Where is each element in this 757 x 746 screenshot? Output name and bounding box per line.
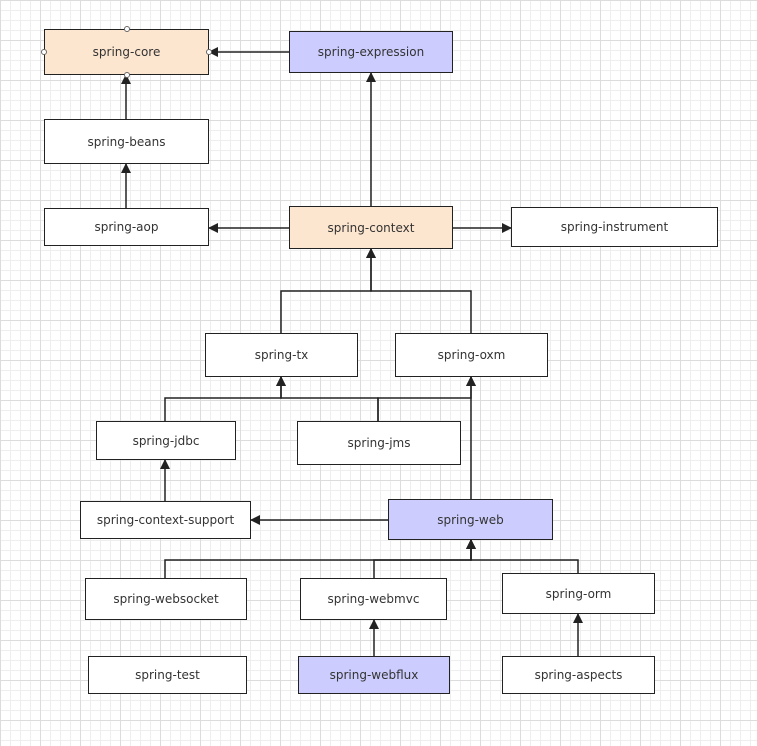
node-label: spring-web <box>437 512 504 527</box>
node-label: spring-context-support <box>96 513 235 527</box>
node-label: spring-aop <box>94 220 159 234</box>
node-test[interactable]: spring-test <box>88 656 247 694</box>
node-webflux[interactable]: spring-webflux <box>298 656 450 694</box>
selection-handle[interactable] <box>123 72 130 78</box>
node-aop[interactable]: spring-aop <box>44 208 209 246</box>
node-label: spring-websocket <box>113 592 219 606</box>
node-webmvc[interactable]: spring-webmvc <box>300 578 447 620</box>
edge-webmvc-to-web[interactable] <box>373 539 476 578</box>
node-label: spring-orm <box>545 586 612 601</box>
node-core[interactable]: spring-core <box>44 29 209 75</box>
node-label: spring-beans <box>87 134 166 149</box>
node-jdbc[interactable]: spring-jdbc <box>96 421 236 460</box>
edge-oxm-to-context[interactable] <box>366 248 472 333</box>
node-instrument[interactable]: spring-instrument <box>511 207 718 247</box>
selection-handle[interactable] <box>41 49 47 55</box>
node-label: spring-instrument <box>560 220 669 234</box>
edge-orm-to-web[interactable] <box>466 539 579 573</box>
node-label: spring-oxm <box>437 348 506 362</box>
selection-handle[interactable] <box>123 26 130 32</box>
edge-jdbc-to-tx[interactable] <box>164 376 286 421</box>
node-oxm[interactable]: spring-oxm <box>395 333 548 377</box>
edge-jms-to-oxm[interactable] <box>377 376 476 421</box>
node-label: spring-webflux <box>329 668 419 682</box>
node-beans[interactable]: spring-beans <box>44 119 209 164</box>
node-label: spring-webmvc <box>327 592 420 606</box>
selection-handle[interactable] <box>206 49 212 55</box>
node-label: spring-aspects <box>534 668 623 682</box>
node-context-support[interactable]: spring-context-support <box>80 501 251 539</box>
node-context[interactable]: spring-context <box>289 206 453 249</box>
edge-websocket-to-web[interactable] <box>164 539 476 578</box>
node-label: spring-jms <box>347 436 411 450</box>
node-web[interactable]: spring-web <box>388 499 553 540</box>
node-aspects[interactable]: spring-aspects <box>502 656 655 694</box>
node-websocket[interactable]: spring-websocket <box>85 578 247 620</box>
node-label: spring-expression <box>317 45 425 59</box>
node-orm[interactable]: spring-orm <box>502 573 655 614</box>
edge-tx-to-context[interactable] <box>280 248 376 333</box>
node-tx[interactable]: spring-tx <box>205 333 358 377</box>
node-jms[interactable]: spring-jms <box>297 421 461 465</box>
node-label: spring-test <box>135 668 200 682</box>
node-label: spring-core <box>92 45 161 59</box>
edge-jms-to-tx[interactable] <box>276 376 379 421</box>
node-expression[interactable]: spring-expression <box>289 31 453 73</box>
node-label: spring-jdbc <box>132 433 200 448</box>
node-label: spring-context <box>327 220 415 235</box>
node-label: spring-tx <box>254 348 309 362</box>
